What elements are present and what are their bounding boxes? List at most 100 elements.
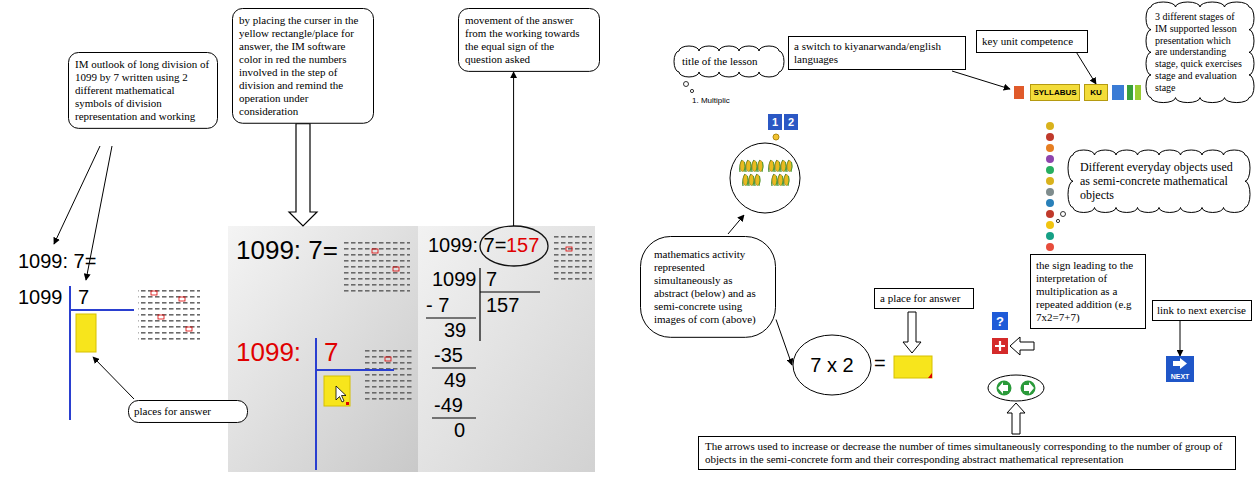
math-text: 1099: 7= — [428, 234, 506, 257]
subtraction-line — [432, 418, 476, 419]
math-text: -35 — [434, 344, 463, 367]
grid-highlight — [372, 249, 378, 253]
button-text: NEXT — [1171, 373, 1190, 380]
cloud-outline — [1068, 150, 1250, 212]
connector-arrow — [513, 72, 514, 226]
connector-arrow — [776, 319, 792, 365]
language-switch-icon — [1014, 86, 1024, 99]
callout-box: The arrows used to increase or decrease … — [698, 436, 1236, 470]
callout-box: movement of the answer from the working … — [458, 8, 600, 72]
number-grid — [364, 346, 412, 400]
toolbar-icon — [1112, 85, 1124, 100]
plus-symbol — [995, 341, 1005, 351]
leader-line — [952, 71, 1010, 89]
thought-cloud: Different everyday objects used as semi-… — [1068, 150, 1250, 212]
cloud-trail — [690, 89, 693, 92]
callout-oval: mathematics activity represented simulta… — [640, 236, 776, 338]
corn-group — [740, 160, 763, 186]
toolbar-icon — [1127, 85, 1133, 100]
answer-box — [324, 376, 350, 406]
corn-circle — [730, 143, 800, 213]
next-arrow-icon — [1173, 358, 1187, 369]
callout-box: a switch to kiyanarwanda/english languag… — [788, 36, 966, 70]
hollow-arrow — [903, 312, 921, 353]
decrease-button — [997, 381, 1012, 396]
number-grid — [552, 236, 592, 282]
callout-text: a switch to kiyanarwanda/english languag… — [794, 40, 960, 66]
button-text: 2 — [788, 117, 794, 128]
math-text: 0 — [454, 419, 465, 442]
callout-box: IM outlook of long division of 1099 by 7… — [68, 52, 218, 129]
callout-box: key unit competence — [976, 30, 1088, 53]
increase-button — [1021, 381, 1036, 396]
callout-text: movement of the answer from the working … — [465, 14, 593, 66]
callout-text: by placing the curser in the yellow rect… — [239, 14, 367, 118]
stage-button: 1 — [768, 114, 782, 130]
rounded-outline — [641, 237, 776, 338]
math-text: 157 — [506, 234, 539, 257]
help-button: ? — [992, 312, 1008, 330]
leader-line — [54, 146, 100, 244]
callout-box: places for answer — [128, 400, 248, 423]
mouse-cursor — [336, 386, 346, 402]
screenshot-background — [418, 226, 595, 472]
lesson-title: 1. Multiplic — [692, 96, 730, 105]
callout-text: the sign leading to the interpretation o… — [1036, 259, 1140, 324]
math-text: 7 — [78, 286, 89, 309]
math-text: 39 — [444, 319, 466, 342]
number-grid — [138, 286, 200, 342]
bulb-icon — [773, 134, 779, 140]
grid-highlight — [393, 267, 399, 271]
number-grid — [344, 238, 410, 296]
screenshot-panel: 1099: 7=15710997- 715739-3549-490 — [418, 226, 595, 472]
expression-circle: 7 x 2 — [792, 334, 872, 396]
answer-box — [894, 356, 932, 378]
rounded-outline — [233, 9, 374, 124]
grid-highlight — [151, 291, 157, 295]
connector-arrow — [1077, 53, 1096, 84]
math-text: -49 — [434, 394, 463, 417]
thought-cloud: title of the lesson — [674, 46, 784, 77]
callout-text: link to next exercise — [1157, 304, 1247, 317]
math-text: 49 — [444, 369, 466, 392]
math-text: - 7 — [426, 294, 449, 317]
cloud-trail — [1056, 219, 1059, 222]
next-button: NEXT — [1166, 356, 1194, 382]
subtraction-line — [426, 318, 476, 319]
button-text: ? — [996, 315, 1004, 328]
callout-text: title of the lesson — [682, 55, 776, 68]
ellipse-outline — [793, 335, 871, 395]
callout-box: by placing the curser in the yellow rect… — [232, 8, 374, 124]
toolbar-button: SYLLABUS — [1030, 84, 1080, 101]
corn-group — [769, 160, 792, 186]
callout-box: the sign leading to the interpretation o… — [1030, 254, 1146, 329]
addition-button — [992, 338, 1008, 354]
division-line — [69, 286, 71, 420]
arrow-symbol — [998, 382, 1008, 394]
callout-text: 3 different stages of IM supported lesso… — [1155, 11, 1245, 94]
callout-text: The arrows used to increase or decrease … — [705, 440, 1229, 466]
screenshot-background — [228, 226, 418, 472]
hollow-arrow — [1007, 403, 1025, 434]
subtraction-line — [432, 368, 476, 369]
callout-box: link to next exercise — [1152, 300, 1252, 321]
math-text: 1099: 7= — [236, 236, 338, 266]
answer-box — [76, 314, 96, 352]
callout-text: a place for answer — [880, 292, 968, 305]
rounded-outline — [129, 401, 248, 423]
callout-box: a place for answer — [874, 288, 974, 309]
cursor-mark — [346, 402, 349, 405]
math-text: 1099: 7= — [18, 250, 96, 273]
grid-highlight — [385, 357, 391, 361]
button-text: 7 x 2 — [810, 355, 853, 375]
answer-mark — [928, 373, 932, 378]
hollow-arrow — [1010, 337, 1034, 355]
division-line — [480, 291, 540, 292]
division-line — [315, 338, 317, 470]
arrow-symbol — [1024, 382, 1034, 394]
highlight-ellipse — [988, 375, 1044, 401]
leader-line — [93, 357, 134, 399]
toolbar-icon — [1135, 85, 1141, 100]
button-text: SYLLABUS — [1033, 89, 1076, 97]
